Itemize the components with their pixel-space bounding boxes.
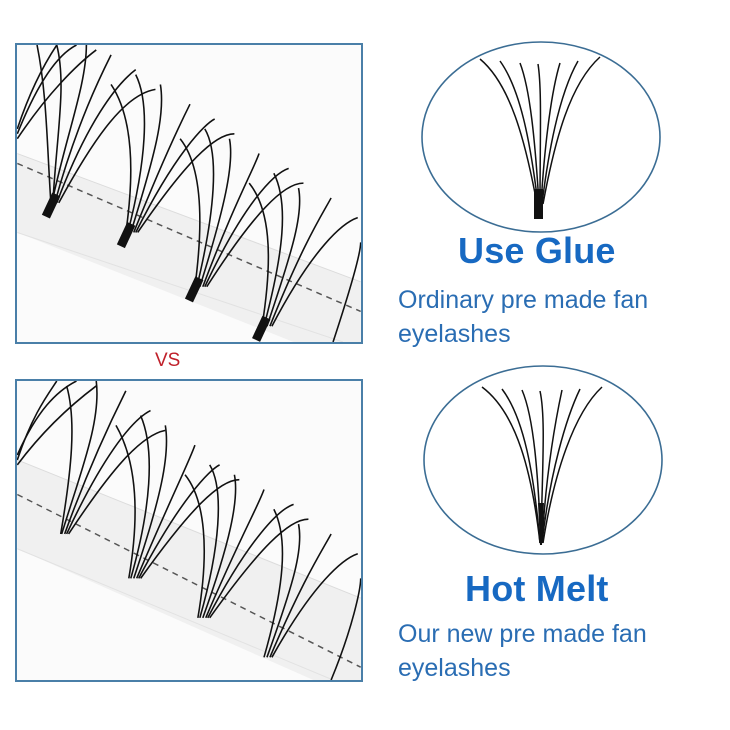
hot-melt-fan-lash-icon <box>423 365 663 555</box>
glued-fan-lash-diagram <box>420 39 662 235</box>
hot-melt-description: Our new pre made fan eyelashes <box>398 617 647 685</box>
description-line: Our new pre made fan <box>398 620 647 648</box>
glued-fan-lash-icon <box>421 41 661 233</box>
description-line: eyelashes <box>398 320 511 348</box>
use-glue-description: Ordinary pre made fan eyelashes <box>398 283 648 351</box>
lash-strip-photo-icon <box>17 45 361 342</box>
hot-melt-title: Hot Melt <box>465 568 609 609</box>
hot-melt-lash-strip-photo <box>15 379 363 682</box>
description-line: Ordinary pre made fan <box>398 286 649 314</box>
use-glue-title: Use Glue <box>458 230 616 271</box>
glue-lash-strip-photo <box>15 43 363 344</box>
vs-separator: VS <box>155 350 181 371</box>
description-line: eyelashes <box>398 654 511 682</box>
hot-melt-fan-lash-diagram <box>422 363 664 558</box>
lash-strip-photo-icon <box>17 381 361 680</box>
